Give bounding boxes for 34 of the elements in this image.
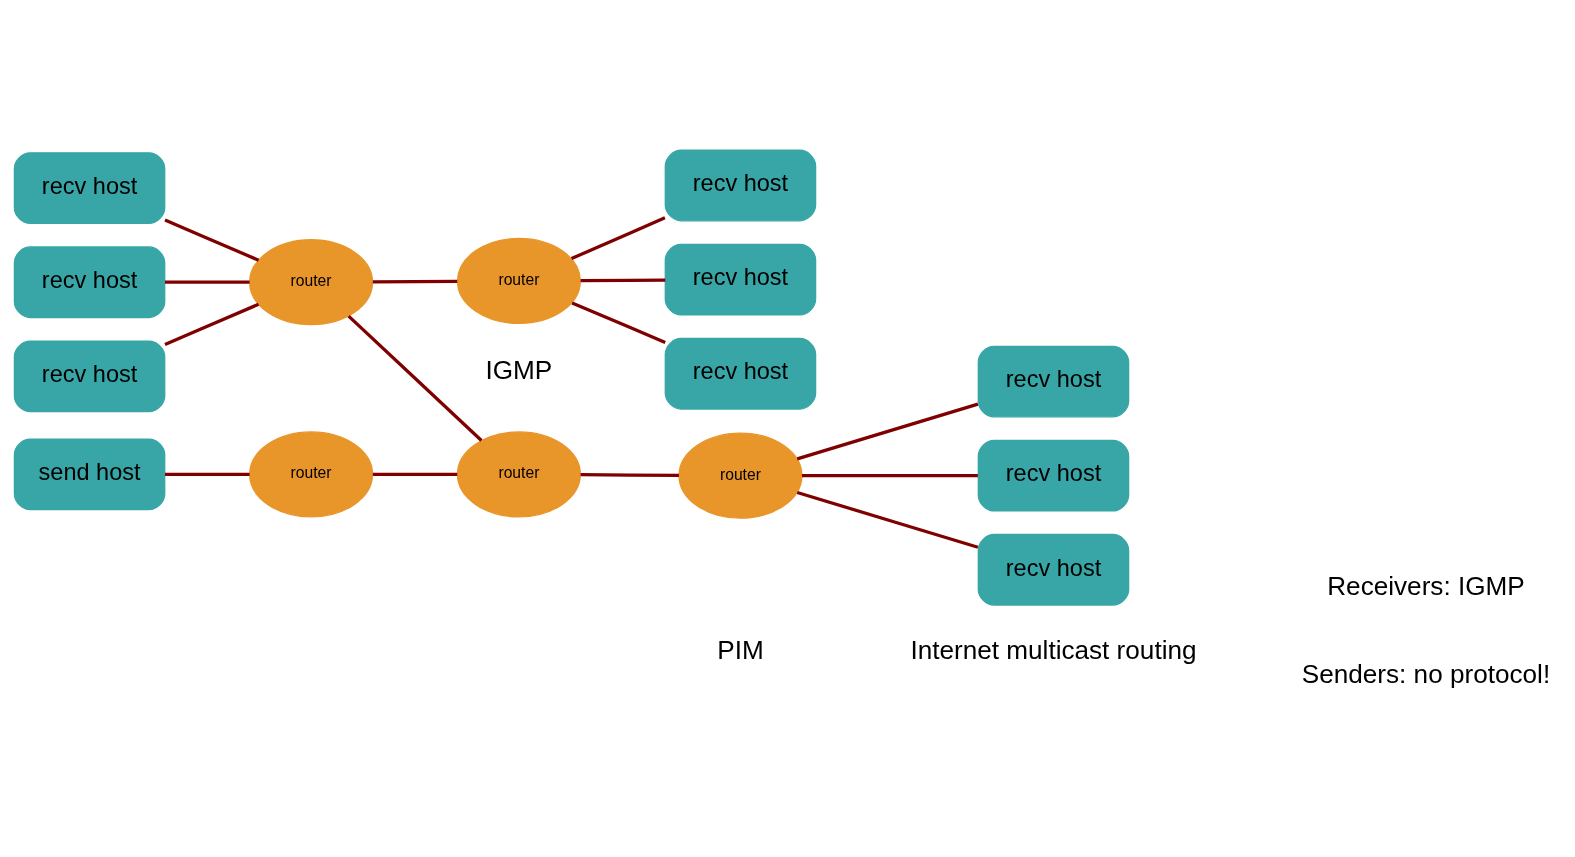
connector [372,472,458,476]
node-box: recv host [664,243,817,316]
node-box: recv host [13,339,166,412]
node-box: recv host [977,439,1130,512]
label: Internet multicast routing [910,634,1197,665]
node-box: recv host [664,149,817,221]
connector [570,215,666,260]
connector [347,314,483,442]
connector [796,402,979,460]
node-box: recv host [664,337,817,410]
connector [372,279,458,283]
label: Receivers: IGMP [1327,570,1525,601]
node-box: recv host [977,533,1130,606]
connector [164,217,260,262]
connector [165,472,250,476]
label: IGMP [485,354,553,385]
node-ellipse: router [456,237,581,324]
connector [165,280,250,284]
label: PIM [717,634,764,665]
node-ellipse: router [456,430,581,517]
node-box: recv host [977,345,1130,417]
node-ellipse: router [678,432,803,519]
node-box: recv host [13,151,166,224]
node-ellipse: router [249,238,374,325]
connector [580,472,679,477]
connector [796,490,979,549]
node-box: send host [13,437,166,510]
node-box: recv host [13,245,166,318]
connector [164,302,260,346]
connector [580,277,666,282]
node-ellipse: router [249,430,374,517]
label: Senders: no protocol! [1301,658,1551,689]
connector [571,300,666,344]
connector [801,473,978,477]
